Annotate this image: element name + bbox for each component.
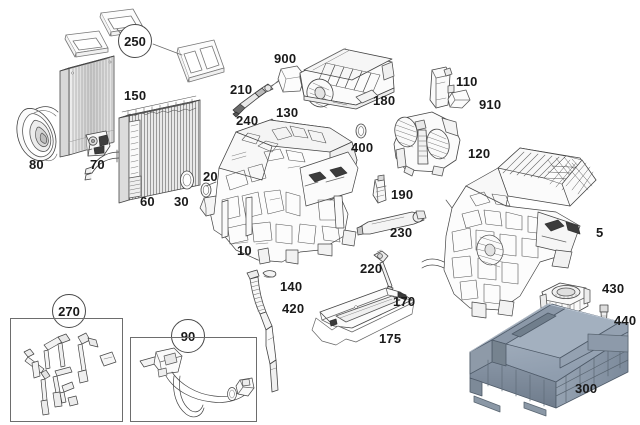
callout-80[interactable]: 80 <box>29 157 44 172</box>
callout-270-label: 270 <box>58 303 80 319</box>
callout-110[interactable]: 110 <box>456 74 478 89</box>
callout-220[interactable]: 220 <box>360 261 383 276</box>
part-140-clamp <box>262 270 277 278</box>
part-170-cover-plate <box>319 287 413 329</box>
part-180-upper-housing <box>299 47 395 110</box>
callout-240[interactable]: 240 <box>236 113 259 128</box>
part-110-control-module <box>429 66 455 109</box>
part-90-drain-hose-group <box>139 347 255 418</box>
part-20-oring <box>200 182 212 198</box>
callout-150[interactable]: 150 <box>124 88 147 103</box>
callout-230[interactable]: 230 <box>390 225 413 240</box>
callout-430[interactable]: 430 <box>602 281 625 296</box>
callout-900[interactable]: 900 <box>274 51 297 66</box>
part-190-clip <box>372 174 387 204</box>
callout-910[interactable]: 910 <box>479 97 502 112</box>
callout-250[interactable]: 250 <box>118 24 152 58</box>
callout-440[interactable]: 440 <box>614 313 637 328</box>
callout-270[interactable]: 270 <box>52 294 86 328</box>
part-30-oring <box>180 170 194 190</box>
part-420-drain-hose <box>246 269 279 393</box>
part-910-foam <box>447 89 471 109</box>
part-400-seal <box>355 123 367 139</box>
part-70-bracket <box>85 130 111 157</box>
callout-120[interactable]: 120 <box>468 146 491 161</box>
part-230-rod <box>356 210 427 236</box>
group-box-90 <box>130 337 257 422</box>
callout-420[interactable]: 420 <box>282 301 305 316</box>
callout-70[interactable]: 70 <box>90 157 105 172</box>
callout-170[interactable]: 170 <box>393 294 416 309</box>
callout-10[interactable]: 10 <box>237 243 252 258</box>
callout-175[interactable]: 175 <box>379 331 402 346</box>
part-300-air-distribution-housing <box>469 303 629 417</box>
part-175-insulation-mat <box>311 301 415 346</box>
part-10-heater-unit <box>199 119 359 265</box>
callout-130[interactable]: 130 <box>276 105 299 120</box>
part-270-bracket-kit <box>23 332 117 416</box>
callout-190[interactable]: 190 <box>391 187 414 202</box>
callout-180[interactable]: 180 <box>373 93 396 108</box>
callout-30[interactable]: 30 <box>174 194 189 209</box>
group-box-270 <box>10 318 123 422</box>
part-120-blower <box>393 111 461 177</box>
callout-300[interactable]: 300 <box>575 381 598 396</box>
callout-5[interactable]: 5 <box>596 225 604 240</box>
callout-90[interactable]: 90 <box>171 319 205 353</box>
callout-20[interactable]: 20 <box>203 169 218 184</box>
callout-60[interactable]: 60 <box>140 194 155 209</box>
part-5-complete-assembly <box>421 147 597 319</box>
part-250-seals <box>64 8 225 83</box>
part-80-coil <box>16 106 59 162</box>
callout-210[interactable]: 210 <box>230 82 253 97</box>
callout-250-label: 250 <box>124 33 146 49</box>
callout-90-label: 90 <box>180 328 196 344</box>
callout-400[interactable]: 400 <box>351 140 374 155</box>
part-220-sensor <box>373 249 394 293</box>
callout-140[interactable]: 140 <box>280 279 303 294</box>
